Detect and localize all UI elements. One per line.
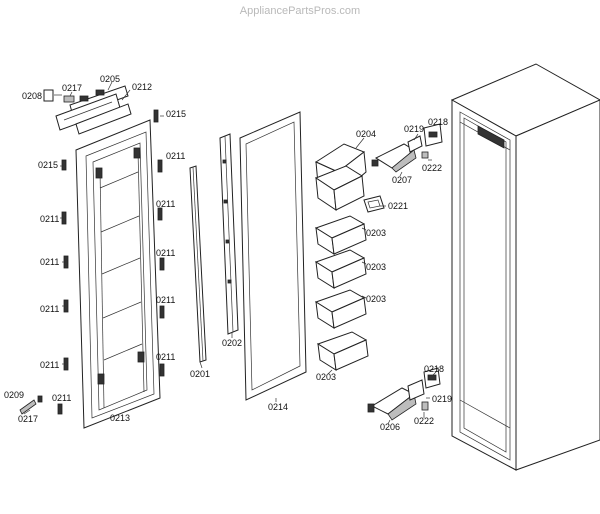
label-0203-2: 0203 — [366, 262, 386, 272]
hinge-plate-0219-top — [407, 135, 423, 153]
label-0221: 0221 — [388, 201, 408, 211]
label-0212: 0212 — [132, 82, 152, 92]
label-0207: 0207 — [392, 175, 412, 185]
screw-0222-top — [421, 151, 429, 159]
label-0222-top: 0222 — [422, 163, 442, 173]
label-0205: 0205 — [100, 74, 120, 84]
label-0211-right-1: 0211 — [166, 151, 185, 161]
label-0202: 0202 — [222, 338, 242, 348]
bottom-hinge-0209 — [19, 395, 43, 415]
label-0203-4: 0203 — [316, 372, 336, 382]
label-0211-right-5: 0211 — [156, 352, 175, 362]
label-0219-bottom: 0219 — [432, 394, 452, 404]
label-0211-right-4: 0211 — [156, 295, 175, 305]
label-0222-bottom: 0222 — [414, 416, 434, 426]
label-0211-left-4: 0211 — [40, 360, 59, 370]
trim-strip-0201 — [189, 165, 207, 363]
label-0203-1: 0203 — [366, 228, 386, 238]
door-gasket-0214 — [239, 111, 307, 401]
label-0215-left: 0215 — [38, 160, 58, 170]
hinge-cover-0218-bottom — [423, 367, 441, 389]
screw-0217-top — [63, 95, 75, 103]
door-bin-0203-3 — [314, 249, 367, 289]
label-0211-left-2: 0211 — [40, 257, 59, 267]
label-0204: 0204 — [356, 129, 376, 139]
label-0208: 0208 — [22, 91, 42, 101]
label-0209: 0209 — [4, 390, 24, 400]
hinge-cover-0218-top — [423, 123, 443, 147]
door-bin-0203-2 — [314, 215, 367, 255]
door-top-cap-0205 — [55, 85, 129, 131]
label-0211-right-3: 0211 — [156, 248, 175, 258]
label-0218-bottom: 0218 — [424, 364, 444, 374]
label-0211-left-1: 0211 — [40, 214, 59, 224]
label-0219-top: 0219 — [404, 124, 424, 134]
hinge-cap-0208 — [43, 89, 54, 102]
label-0201: 0201 — [190, 369, 210, 379]
label-0213: 0213 — [110, 413, 130, 423]
label-0217-top: 0217 — [62, 83, 82, 93]
door-bin-0203-4 — [314, 289, 367, 329]
label-0214: 0214 — [268, 402, 288, 412]
trim-strip-0202 — [219, 133, 239, 335]
label-0215-right: 0215 — [166, 109, 186, 119]
leader-lines — [23, 81, 437, 425]
part-labels: 0208 0217 0205 0212 0215 0215 0211 0211 … — [4, 74, 452, 432]
door-bin-0203-5 — [316, 331, 369, 371]
label-0211-bottom: 0211 — [52, 393, 71, 403]
bottom-hinge-0206 — [367, 387, 417, 421]
label-0217-bottom: 0217 — [18, 414, 38, 424]
handle-trim-0212 — [75, 103, 132, 135]
label-0203-3: 0203 — [366, 294, 386, 304]
screw-0222-bottom — [421, 401, 429, 411]
hinge-plate-0219-bottom — [407, 379, 425, 401]
label-0206: 0206 — [380, 422, 400, 432]
clip-0221 — [363, 195, 385, 213]
door-assembly-0213 — [75, 119, 161, 429]
cabinet — [450, 63, 600, 471]
label-0211-left-3: 0211 — [40, 304, 59, 314]
watermark: AppliancePartsPros.com — [240, 5, 360, 17]
label-0211-right-2: 0211 — [156, 199, 175, 209]
label-0218-top: 0218 — [428, 117, 448, 127]
door-bin-0203-1 — [314, 165, 365, 212]
